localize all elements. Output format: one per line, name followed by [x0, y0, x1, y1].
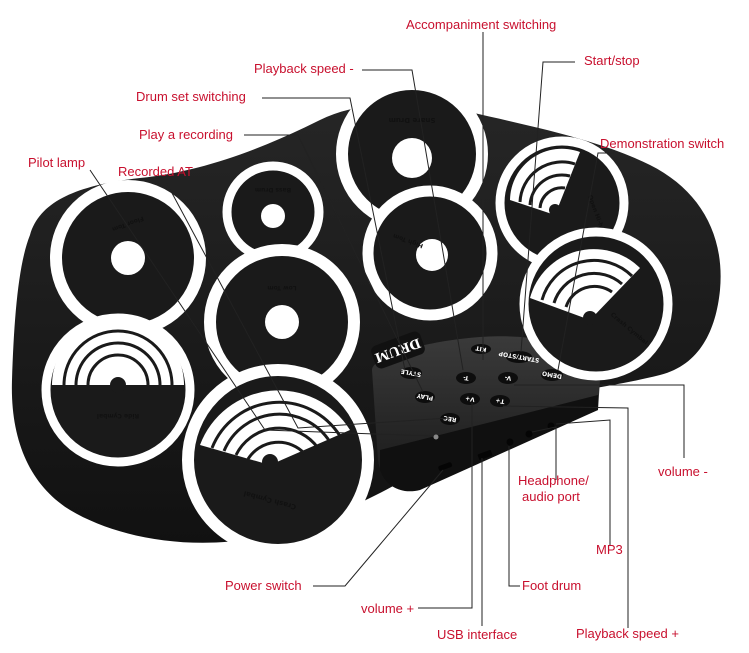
- leader-play-recording: [244, 134, 424, 393]
- tempo-minus-label: T-: [462, 373, 469, 381]
- pad-bass[interactable]: Bass Drum: [222, 161, 324, 263]
- style-button[interactable]: STYLE: [400, 367, 422, 379]
- callout-demonstration-switch: Demonstration switch: [600, 136, 725, 151]
- kit-button[interactable]: KIT: [471, 344, 491, 354]
- leader-drum-set: [262, 97, 406, 371]
- leader-playback-minus: [362, 69, 464, 371]
- pad-ride-label: Ride Cymbal: [97, 412, 139, 419]
- rec-button[interactable]: REC: [440, 413, 460, 425]
- leader-headphone: [531, 426, 557, 480]
- callout-pilot-lamp: Pilot lamp: [28, 155, 86, 170]
- callout-playback-speed-minus: Playback speed -: [254, 61, 354, 76]
- leader-playback-plus: [502, 405, 629, 628]
- leader-demo: [557, 152, 614, 371]
- callout-power-switch: Power switch: [225, 578, 302, 593]
- usb-port[interactable]: [477, 450, 493, 460]
- leader-volume-minus: [514, 384, 685, 458]
- callout-play-recording: Play a recording: [139, 127, 233, 142]
- pilot-lamp-light: [433, 434, 439, 440]
- leader-pilot-lamp: [89, 169, 433, 437]
- tempo-plus-button[interactable]: T+: [490, 395, 510, 407]
- callout-headphone-line2: audio port: [522, 489, 580, 504]
- leader-start-stop: [520, 61, 575, 353]
- callout-headphone-line1: Headphone/: [518, 473, 589, 488]
- volume-minus-label: V-: [504, 373, 512, 381]
- pad-snare-label: Snare Drum: [389, 116, 436, 124]
- tempo-minus-button[interactable]: T-: [456, 372, 476, 384]
- console-ports: [438, 422, 555, 471]
- pad-crash-front[interactable]: Crash Cymbal: [182, 364, 374, 556]
- pad-low-tom-label: Low Tom: [267, 284, 296, 291]
- demo-button[interactable]: DEMO: [541, 369, 563, 381]
- leader-power: [313, 469, 444, 587]
- pad-floor-tom[interactable]: Floor Tom: [50, 180, 206, 336]
- callout-recorded-at: Recorded AT: [118, 164, 193, 179]
- volume-minus-button[interactable]: V-: [498, 372, 518, 384]
- console-side-panel: [380, 395, 598, 492]
- leader-volume-plus: [418, 403, 473, 609]
- callout-playback-speed-plus: Playback speed +: [576, 626, 679, 641]
- callout-accompaniment: Accompaniment switching: [406, 17, 557, 32]
- headphone-port[interactable]: [525, 430, 533, 438]
- callout-usb-interface: USB interface: [437, 627, 518, 642]
- tempo-plus-label: T+: [495, 396, 505, 404]
- leader-mp3: [555, 419, 611, 545]
- leader-lines: [89, 32, 685, 628]
- pad-low-tom[interactable]: Low Tom: [204, 244, 360, 400]
- callout-foot-drum: Foot drum: [522, 578, 582, 593]
- callout-drum-set-switching: Drum set switching: [136, 89, 246, 104]
- pad-ride[interactable]: Ride Cymbal: [41, 313, 195, 467]
- pad-bass-label: Bass Drum: [255, 186, 291, 193]
- power-switch-slot[interactable]: [438, 462, 453, 471]
- callout-start-stop: Start/stop: [584, 53, 640, 68]
- foot-drum-port[interactable]: [506, 438, 514, 446]
- volume-plus-button[interactable]: V+: [460, 393, 480, 405]
- callout-mp3: MP3: [596, 542, 623, 557]
- leader-recorded-at: [164, 179, 449, 429]
- volume-plus-label: V+: [465, 394, 476, 403]
- kit-button-label: KIT: [474, 344, 487, 353]
- rec-button-label: REC: [442, 414, 457, 423]
- leader-foot-drum: [508, 446, 520, 587]
- pad-high-tom[interactable]: High Tom: [362, 185, 498, 321]
- play-button[interactable]: PLAY: [415, 391, 435, 403]
- pad-crash-right[interactable]: Crash Cymbal: [519, 227, 673, 381]
- play-button-label: PLAY: [416, 392, 434, 402]
- callout-volume-plus: volume +: [361, 601, 415, 616]
- demo-button-label: DEMO: [542, 369, 563, 379]
- callout-volume-minus: volume -: [658, 464, 708, 479]
- style-button-label: STYLE: [400, 367, 422, 377]
